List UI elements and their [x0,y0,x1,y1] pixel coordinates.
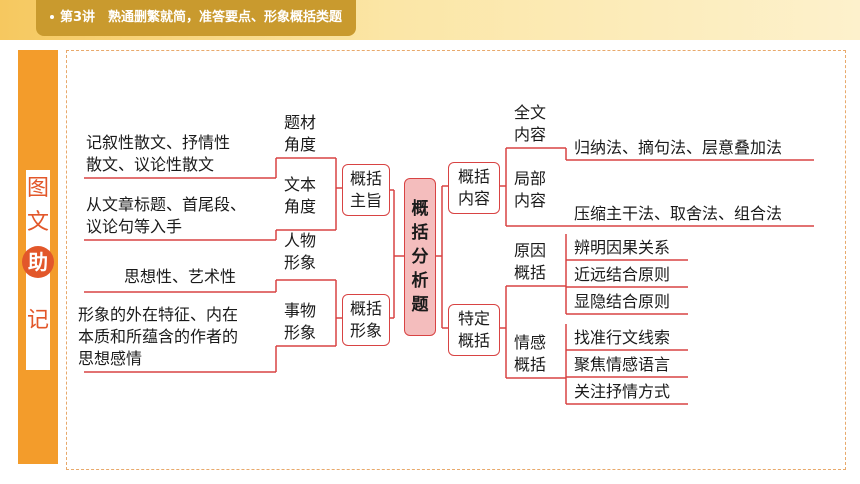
sidebar-banner: 图 文 助 记 [18,50,58,464]
label-shiwu-xingxiang: 事物 形象 [284,301,317,342]
label-renwu-xingxiang: 人物 形象 [284,231,317,272]
center-node: 概括分析题 [404,178,436,336]
node-teding-gaikuo-label: 特定 概括 [457,309,490,350]
label-qinggan-gaikuo: 情感 概括 [514,333,547,374]
sidebar-char-4: 记 [26,308,49,333]
reason-xianyin: 显隐结合原则 [574,292,671,311]
header-bar: 第3讲 熟通删繁就简，准答要点、形象概括类题 [0,0,860,40]
leaf-title-entry: 从文章标题、首尾段、 议论句等入手 [86,195,247,236]
emotion-yuyan: 聚焦情感语言 [574,355,671,374]
node-gaikuo-xingxiang: 概括 形象 [342,294,390,346]
emotion-fangshi: 关注抒情方式 [574,382,671,401]
label-ticai-jiaodu: 题材 角度 [284,113,317,154]
lesson-title: 第3讲 熟通删繁就简，准答要点、形象概括类题 [60,10,343,25]
center-label: 概括分析题 [411,199,429,315]
node-teding-gaikuo: 特定 概括 [448,304,500,356]
leaf-sixiang-yishu: 思想性、艺术性 [124,267,237,286]
method-jubu: 压缩主干法、取舍法、组合法 [574,204,783,223]
leaf-sanwen-types: 记叙性散文、抒情性 散文、议论性散文 [86,133,231,174]
sidebar-char-1: 图 [26,176,49,201]
lesson-title-tab: 第3讲 熟通删繁就简，准答要点、形象概括类题 [36,0,357,36]
leaf-xingxiang-tezheng: 形象的外在特征、内在 本质和所蕴含的作者的 思想感情 [78,305,239,368]
node-gaikuo-xingxiang-label: 概括 形象 [349,299,382,340]
node-gaikuo-zhuzhi-label: 概括 主旨 [349,169,382,210]
content-frame [66,50,846,470]
label-wenben-jiaodu: 文本 角度 [284,175,317,216]
method-quanwen: 归纳法、摘句法、层意叠加法 [574,138,783,157]
node-gaikuo-zhuzhi: 概括 主旨 [342,164,390,216]
sidebar-char-3: 助 [22,246,54,278]
sidebar-char-2: 文 [26,210,49,235]
node-gaikuo-neirong: 概括 内容 [448,162,500,214]
reason-yinguo: 辨明因果关系 [574,238,671,257]
node-gaikuo-neirong-label: 概括 内容 [457,167,490,208]
label-yuanyin-gaikuo: 原因 概括 [514,241,547,282]
emotion-xiansuo: 找准行文线索 [574,328,671,347]
reason-jinyuan: 近远结合原则 [574,265,671,284]
bullet-icon [50,14,54,19]
label-jubu-neirong: 局部 内容 [514,169,547,210]
label-quanwen-neirong: 全文 内容 [514,103,547,144]
